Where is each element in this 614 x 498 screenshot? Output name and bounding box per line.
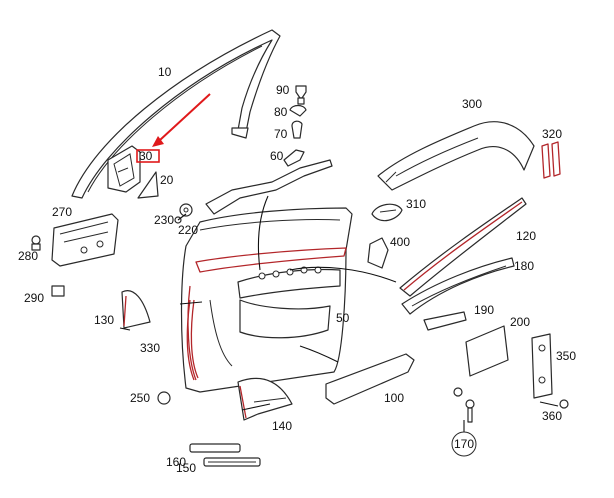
callout-350[interactable]: 350	[556, 349, 576, 363]
callout-220[interactable]: 220	[178, 223, 198, 237]
callout-230[interactable]: 230	[154, 213, 174, 227]
callout-170[interactable]: 170	[454, 437, 474, 451]
callout-250[interactable]: 250	[130, 391, 150, 405]
part-100-armrest-cover[interactable]	[325, 353, 415, 405]
part-290-clip[interactable]	[51, 285, 65, 297]
part-250-fastener[interactable]	[157, 391, 171, 405]
callout-310[interactable]: 310	[406, 197, 426, 211]
part-280-bolt[interactable]	[31, 235, 41, 251]
part-400-bracket[interactable]	[367, 237, 389, 269]
part-360-screw[interactable]	[559, 399, 569, 409]
part-170-bolt[interactable]	[453, 387, 475, 423]
part-190-bracket[interactable]	[423, 311, 467, 331]
part-150-handle-bar[interactable]	[203, 457, 261, 467]
callout-150[interactable]: 150	[176, 461, 196, 475]
callout-360[interactable]: 360	[542, 409, 562, 423]
callout-280[interactable]: 280	[18, 249, 38, 263]
part-140-lower-trim[interactable]	[237, 377, 293, 421]
callout-160[interactable]: 160	[166, 455, 186, 469]
part-50-door-panel[interactable]	[180, 159, 353, 393]
callout-290[interactable]: 290	[24, 291, 44, 305]
part-30-mirror-bracket[interactable]	[107, 145, 141, 193]
callout-320[interactable]: 320	[542, 127, 562, 141]
callout-270[interactable]: 270	[52, 205, 72, 219]
part-300-air-duct[interactable]	[377, 121, 535, 191]
part-270-control-module[interactable]	[51, 213, 119, 267]
part-160-handle-bar[interactable]	[189, 443, 241, 453]
callout-200[interactable]: 200	[510, 315, 530, 329]
callout-130[interactable]: 130	[94, 313, 114, 327]
highlight-box-30	[136, 149, 160, 163]
callout-90[interactable]: 90	[276, 83, 290, 97]
callout-180[interactable]: 180	[514, 259, 534, 273]
part-90-clip[interactable]	[295, 85, 307, 105]
part-350-hinge-bracket[interactable]	[531, 333, 553, 399]
callout-100[interactable]: 100	[384, 391, 404, 405]
part-320-seal[interactable]	[541, 141, 561, 179]
part-330-door-seal[interactable]	[186, 299, 199, 381]
callout-330[interactable]: 330	[140, 341, 160, 355]
callout-labels: 10 20 30 50 60 70 80 90 100 120 130 140 …	[18, 65, 576, 475]
callout-50[interactable]: 50	[336, 311, 350, 325]
callout-10[interactable]: 10	[158, 65, 172, 79]
callout-300[interactable]: 300	[462, 97, 482, 111]
part-60-cap[interactable]	[283, 149, 305, 167]
part-130-triangle-cover[interactable]	[121, 290, 151, 329]
callout-400[interactable]: 400	[390, 235, 410, 249]
part-310-vent[interactable]	[371, 203, 403, 222]
part-120-long-trim[interactable]	[399, 197, 527, 297]
callout-140[interactable]: 140	[272, 419, 292, 433]
callout-70[interactable]: 70	[274, 127, 288, 141]
part-180-trim-strip[interactable]	[401, 257, 515, 315]
part-70-clip[interactable]	[291, 120, 303, 139]
part-230-clip[interactable]	[179, 203, 193, 217]
callout-20[interactable]: 20	[160, 173, 174, 187]
highlight-arrow	[152, 93, 211, 147]
callout-190[interactable]: 190	[474, 303, 494, 317]
leader-lines	[119, 195, 559, 432]
callout-120[interactable]: 120	[516, 229, 536, 243]
callout-60[interactable]: 60	[270, 149, 284, 163]
callout-30[interactable]: 30	[139, 149, 153, 163]
part-20-corner-seal[interactable]	[137, 171, 159, 199]
part-80-clip[interactable]	[289, 104, 307, 117]
part-10-window-trim[interactable]	[71, 29, 281, 199]
callout-80[interactable]: 80	[274, 105, 288, 119]
part-200-pad[interactable]	[465, 325, 509, 377]
callout-170-circle	[451, 431, 477, 457]
